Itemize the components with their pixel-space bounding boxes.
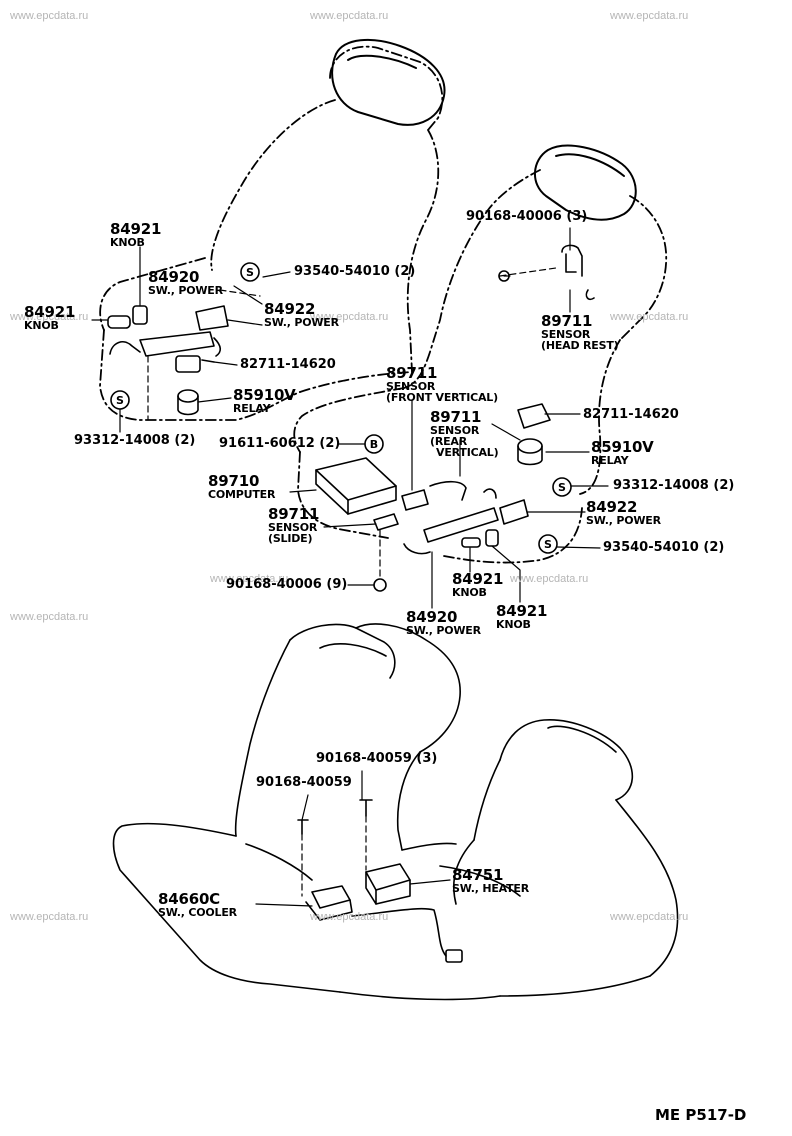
part-label-knob: 84921 KNOB (496, 602, 548, 631)
part-label-bolt: 90168-40059 (256, 775, 352, 790)
part-label-bolt: 90168-40059 (3) (316, 751, 438, 766)
leaders (91, 227, 609, 907)
part-label-power-switch: 84922 SW., POWER (264, 300, 339, 329)
part-label-sensor-rear-vertical: 89711 SENSOR (REAR VERTICAL) (430, 408, 499, 459)
part-label-sensor-headrest: 89711 SENSOR (HEAD REST) (541, 312, 619, 352)
screw-symbol: S (246, 266, 254, 279)
part-label-relay: 85910V RELAY (233, 386, 296, 415)
diagram-code: ME P517-D (655, 1106, 747, 1124)
right-seat-outline (293, 169, 668, 564)
part-label-computer: 89710 COMPUTER (208, 472, 276, 501)
clip-symbol: B (370, 438, 378, 451)
bottom-components (297, 799, 463, 963)
watermark: www.epcdata.ru (510, 573, 589, 585)
watermark: www.epcdata.ru (210, 573, 289, 585)
part-label-knob: 84921 KNOB (452, 570, 504, 599)
part-label-clip: 91611-60612 (2) (219, 436, 341, 451)
part-label-connector: 82711-14620 (240, 357, 336, 372)
right-headrest (534, 144, 637, 221)
part-label-bolt: 90168-40006 (3) (466, 209, 588, 224)
upper-components (107, 262, 384, 454)
part-label-knob: 84921 KNOB (110, 220, 162, 249)
part-label-relay: 85910V RELAY (591, 438, 654, 467)
watermark: www.epcdata.ru (310, 10, 389, 22)
watermark: www.epcdata.ru (10, 911, 89, 923)
upper-headrest (331, 38, 446, 126)
part-label-screw: 93540-54010 (2) (603, 540, 725, 555)
install-lines (147, 267, 557, 897)
watermark: www.epcdata.ru (310, 911, 389, 923)
watermark: www.epcdata.ru (310, 311, 389, 323)
part-label-connector: 82711-14620 (583, 407, 679, 422)
watermark: www.epcdata.ru (610, 911, 689, 923)
bottom-seat-outline (112, 623, 679, 1001)
watermark: www.epcdata.ru (610, 311, 689, 323)
watermark: www.epcdata.ru (10, 611, 89, 623)
screw-symbol: S (558, 481, 566, 494)
part-label-bolt: 90168-40006 (9) (226, 577, 348, 592)
part-label-screw: 93312-14008 (2) (613, 478, 735, 493)
part-label-screw: 93312-14008 (2) (74, 433, 196, 448)
part-label-power-switch: 84920 SW., POWER (406, 608, 481, 637)
part-label-power-switch: 84922 SW., POWER (586, 498, 661, 527)
screw-symbol: S (116, 394, 124, 407)
part-label-heater-switch: 84751 SW., HEATER (452, 866, 530, 895)
watermark: www.epcdata.ru (10, 311, 89, 323)
part-label-sensor-front-vertical: 89711 SENSOR (FRONT VERTICAL) (386, 364, 498, 404)
screw-symbol: S (544, 538, 552, 551)
watermark: www.epcdata.ru (610, 10, 689, 22)
part-label-sensor-slide: 89711 SENSOR (SLIDE) (268, 505, 320, 545)
part-label-knob: 84921 KNOB (24, 303, 76, 332)
part-label-screw: 93540-54010 (2) (294, 264, 416, 279)
part-label-cooler-switch: 84660C SW., COOLER (158, 890, 237, 919)
part-label-power-switch: 84920 SW., POWER (148, 268, 223, 297)
right-components (315, 244, 595, 592)
watermark: www.epcdata.ru (10, 10, 89, 22)
